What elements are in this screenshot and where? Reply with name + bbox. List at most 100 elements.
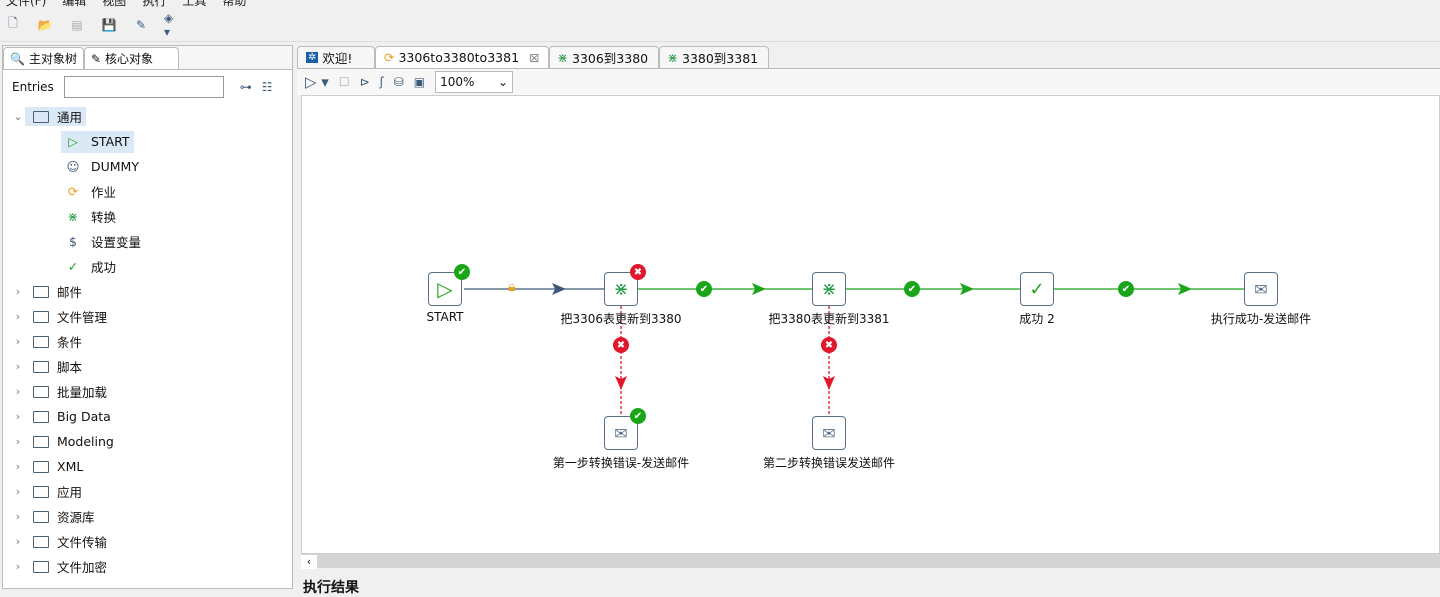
tree-folder[interactable]: ›文件加密 xyxy=(3,554,292,579)
transform-icon: ⋇ xyxy=(557,50,568,65)
lock-icon: 🔒︎ xyxy=(508,279,516,295)
folder-icon xyxy=(33,310,49,323)
job-canvas[interactable]: 🔒︎ ✔ ✔ ✔ ✖ ✖ ▷ ✔ START ⋇ ✖ 把3306表更新到3380… xyxy=(301,95,1440,554)
menu-help[interactable]: 帮助 xyxy=(222,0,247,8)
save-as-icon[interactable]: ✎ xyxy=(135,17,147,32)
chevron-right-icon[interactable]: › xyxy=(15,410,21,423)
entries-input[interactable] xyxy=(63,76,224,98)
tab-main-object-tree[interactable]: 🔍主对象树 xyxy=(3,47,84,69)
tree-label: 批量加载 xyxy=(57,385,108,400)
tab-trans-3306-3380[interactable]: ⋇3306到3380 xyxy=(548,46,659,68)
collapse-tree-icon[interactable]: ⊶ xyxy=(239,80,252,94)
core-object-tree: ⌄通用▷START☺DUMMY⟳作业⋇转换$设置变量✓成功›邮件›文件管理›条件… xyxy=(3,104,292,579)
tree-label: Big Data xyxy=(57,409,111,424)
folder-icon xyxy=(33,385,49,398)
menu-edit[interactable]: 编辑 xyxy=(62,0,87,8)
preview-icon[interactable]: ⊳ xyxy=(359,75,370,89)
chevron-down-icon[interactable]: ⌄ xyxy=(13,110,23,123)
menu-file[interactable]: 文件(F) xyxy=(6,0,47,8)
tree-folder[interactable]: ›脚本 xyxy=(3,354,292,379)
tab-core-objects[interactable]: ✎核心对象 xyxy=(83,47,179,69)
tree-folder[interactable]: › Big Data xyxy=(3,404,292,429)
tree-label: 通用 xyxy=(57,110,83,125)
open-icon[interactable]: 📂 xyxy=(37,17,53,32)
db-explore-icon[interactable]: ⛁ xyxy=(393,75,404,89)
chevron-right-icon[interactable]: › xyxy=(15,285,21,298)
zoom-select[interactable]: 100%⌄ xyxy=(435,71,514,93)
tree-folder[interactable]: ›XML xyxy=(3,454,292,479)
stop-icon[interactable]: ☐ xyxy=(338,75,350,89)
horizontal-scrollbar[interactable]: ‹ xyxy=(301,554,1440,569)
tree-folder[interactable]: ›文件管理 xyxy=(3,304,292,329)
tree-item[interactable]: ✓成功 xyxy=(3,254,292,279)
tree-folder[interactable]: ›邮件 xyxy=(3,279,292,304)
tree-item[interactable]: ⟳作业 xyxy=(3,179,292,204)
tab-welcome[interactable]: ✲欢迎! xyxy=(297,46,375,68)
welcome-icon: ✲ xyxy=(306,52,319,63)
mail-icon: ✉ xyxy=(614,423,628,443)
new-file-icon[interactable]: 🗋 xyxy=(8,16,18,30)
start-icon: ▷ xyxy=(437,277,453,301)
tree-label: 条件 xyxy=(57,335,83,350)
tree-folder[interactable]: › 批量加载 xyxy=(3,379,292,404)
explore-repo-icon[interactable]: ▤ xyxy=(71,17,83,32)
tree-folder[interactable]: ›文件传输 xyxy=(3,529,292,554)
tree-item[interactable]: ⋇转换 xyxy=(3,204,292,229)
tree-item[interactable]: ▷START xyxy=(3,129,292,154)
chevron-right-icon[interactable]: › xyxy=(15,535,21,548)
mail-icon: ✉ xyxy=(1254,279,1268,299)
checkmark-icon: ✓ xyxy=(1029,278,1045,300)
scroll-left-icon[interactable]: ‹ xyxy=(301,555,317,569)
chevron-right-icon[interactable]: › xyxy=(15,435,21,448)
chevron-right-icon[interactable]: › xyxy=(15,560,21,573)
tab-job-3306to3380to3381[interactable]: ⟳3306to3380to3381⊠ xyxy=(375,46,549,68)
close-tab-icon[interactable]: ⊠ xyxy=(529,50,540,65)
folder-icon xyxy=(33,460,49,473)
folder-icon xyxy=(33,110,49,123)
menu-run[interactable]: 执行 xyxy=(142,0,167,8)
chevron-right-icon[interactable]: › xyxy=(15,360,21,373)
node-label: 第一步转换错误-发送邮件 xyxy=(552,456,690,470)
success-icon: ✓ xyxy=(67,259,79,274)
tree-folder[interactable]: ⌄ 通用 xyxy=(3,104,292,129)
start-icon: ▷ xyxy=(68,134,78,149)
run-icon[interactable]: ▷ ▾ xyxy=(305,73,329,91)
status-error-icon: ✖ xyxy=(630,264,646,280)
folder-icon xyxy=(33,485,49,498)
chevron-down-icon: ⌄ xyxy=(498,75,509,89)
tab-trans-3380-3381[interactable]: ⋇3380到3381 xyxy=(658,46,769,68)
search-doc-icon: 🔍 xyxy=(10,51,25,66)
expand-list-icon[interactable]: ☷ xyxy=(261,80,273,94)
tree-item[interactable]: ☺DUMMY xyxy=(3,154,292,179)
tree-folder[interactable]: ›资源库 xyxy=(3,504,292,529)
node-label: 成功 2 xyxy=(1019,312,1055,326)
node-label: 把3380表更新到3381 xyxy=(768,312,890,326)
tree-folder[interactable]: ›Modeling xyxy=(3,429,292,454)
mail-icon: ✉ xyxy=(822,423,836,443)
chevron-right-icon[interactable]: › xyxy=(15,510,21,523)
tab-label: 欢迎! xyxy=(322,51,353,66)
chevron-right-icon[interactable]: › xyxy=(15,485,21,498)
save-icon[interactable]: 💾 xyxy=(101,17,117,32)
menu-tools[interactable]: 工具 xyxy=(182,0,207,8)
hop-ok-icon: ✔ xyxy=(904,281,920,297)
menu-view[interactable]: 视图 xyxy=(102,0,127,8)
tree-folder[interactable]: › 条件 xyxy=(3,329,292,354)
node-label: 第二步转换错误发送邮件 xyxy=(762,456,896,470)
node-success[interactable]: ✓ xyxy=(1020,272,1054,306)
chevron-right-icon[interactable]: › xyxy=(15,310,21,323)
script-icon[interactable]: ʃ xyxy=(379,75,384,89)
tree-label: 设置变量 xyxy=(91,235,142,250)
align-icon[interactable]: ▣ xyxy=(413,75,426,89)
status-ok-icon: ✔ xyxy=(630,408,646,424)
node-mail-error-2[interactable]: ✉ xyxy=(812,416,846,450)
layers-icon[interactable]: ◈ ▾ xyxy=(164,10,174,39)
transform-icon: ⋇ xyxy=(67,209,79,224)
node-transform-2[interactable]: ⋇ xyxy=(812,272,846,306)
chevron-right-icon[interactable]: › xyxy=(15,385,21,398)
node-mail-success[interactable]: ✉ xyxy=(1244,272,1278,306)
tree-folder[interactable]: ›应用 xyxy=(3,479,292,504)
chevron-right-icon[interactable]: › xyxy=(15,335,21,348)
chevron-right-icon[interactable]: › xyxy=(15,460,21,473)
tree-item[interactable]: $设置变量 xyxy=(3,229,292,254)
